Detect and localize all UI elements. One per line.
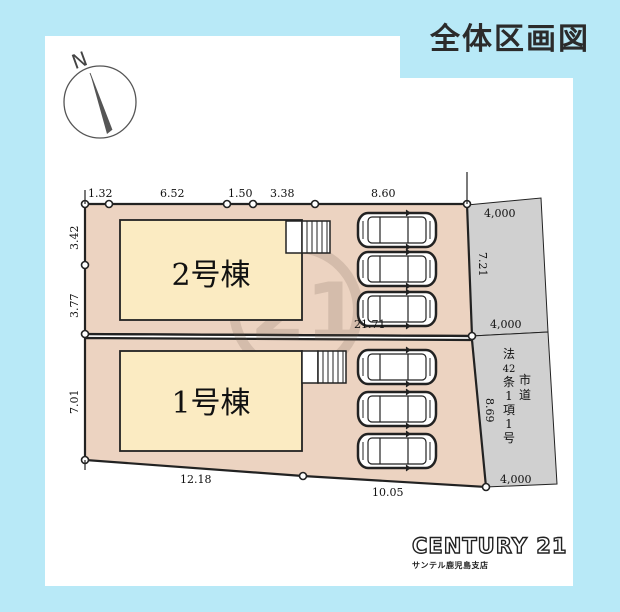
- svg-text:1.50: 1.50: [228, 187, 253, 200]
- dimension-labels: 1.32 6.52 1.50 3.38 8.60 3.42 3.77 7.01 …: [68, 187, 532, 499]
- brand-logo: CENTURY 21 サンテル鹿児島支店: [411, 534, 592, 571]
- svg-text:4,000: 4,000: [484, 207, 516, 220]
- svg-text:3.77: 3.77: [68, 294, 81, 319]
- title-tab: 全体区画図: [400, 0, 620, 78]
- car-icon: [356, 429, 438, 473]
- building-1: 1号棟: [119, 350, 303, 452]
- svg-text:8.69: 8.69: [483, 398, 496, 423]
- svg-text:3.38: 3.38: [270, 187, 295, 200]
- svg-text:4,000: 4,000: [500, 473, 532, 486]
- svg-text:1: 1: [505, 417, 513, 431]
- svg-text:12.18: 12.18: [180, 473, 212, 486]
- svg-text:N: N: [68, 46, 90, 74]
- brand-branch: サンテル鹿児島支店: [412, 561, 489, 570]
- svg-text:市: 市: [519, 372, 531, 387]
- stairs-2: [285, 220, 331, 254]
- svg-text:1: 1: [505, 389, 513, 403]
- road-labels: 法 42 条 1 項 1 号 市 道: [503, 347, 531, 445]
- svg-text:21.71: 21.71: [354, 318, 386, 331]
- stairs-1: [301, 350, 347, 384]
- road: [466, 197, 558, 488]
- building-2: 2号棟: [119, 219, 303, 321]
- svg-text:6.52: 6.52: [160, 187, 185, 200]
- svg-text:条: 条: [503, 375, 515, 389]
- svg-text:道: 道: [519, 388, 531, 402]
- svg-text:1.32: 1.32: [88, 187, 113, 200]
- svg-text:号: 号: [503, 431, 515, 445]
- car-icon: [356, 387, 438, 431]
- svg-text:7.01: 7.01: [68, 390, 81, 415]
- svg-text:7.21: 7.21: [476, 252, 489, 277]
- car-icon: [356, 345, 438, 389]
- svg-text:2号棟: 2号棟: [171, 258, 250, 293]
- brand-name: CENTURY 21: [411, 534, 568, 558]
- svg-text:8.60: 8.60: [371, 187, 396, 200]
- north-arrow-icon: N: [63, 46, 137, 139]
- svg-text:4,000: 4,000: [490, 318, 522, 331]
- svg-text:3.42: 3.42: [68, 226, 81, 251]
- car-icon: [356, 208, 438, 252]
- page-title: 全体区画図: [430, 22, 590, 57]
- svg-text:法: 法: [503, 347, 515, 361]
- svg-text:項: 項: [503, 403, 515, 417]
- parking-lot-1: [356, 345, 438, 473]
- svg-text:42: 42: [503, 364, 516, 375]
- svg-text:10.05: 10.05: [372, 486, 404, 499]
- parking-lot-2: [356, 208, 438, 331]
- svg-text:1号棟: 1号棟: [171, 386, 250, 421]
- car-icon: [356, 247, 438, 291]
